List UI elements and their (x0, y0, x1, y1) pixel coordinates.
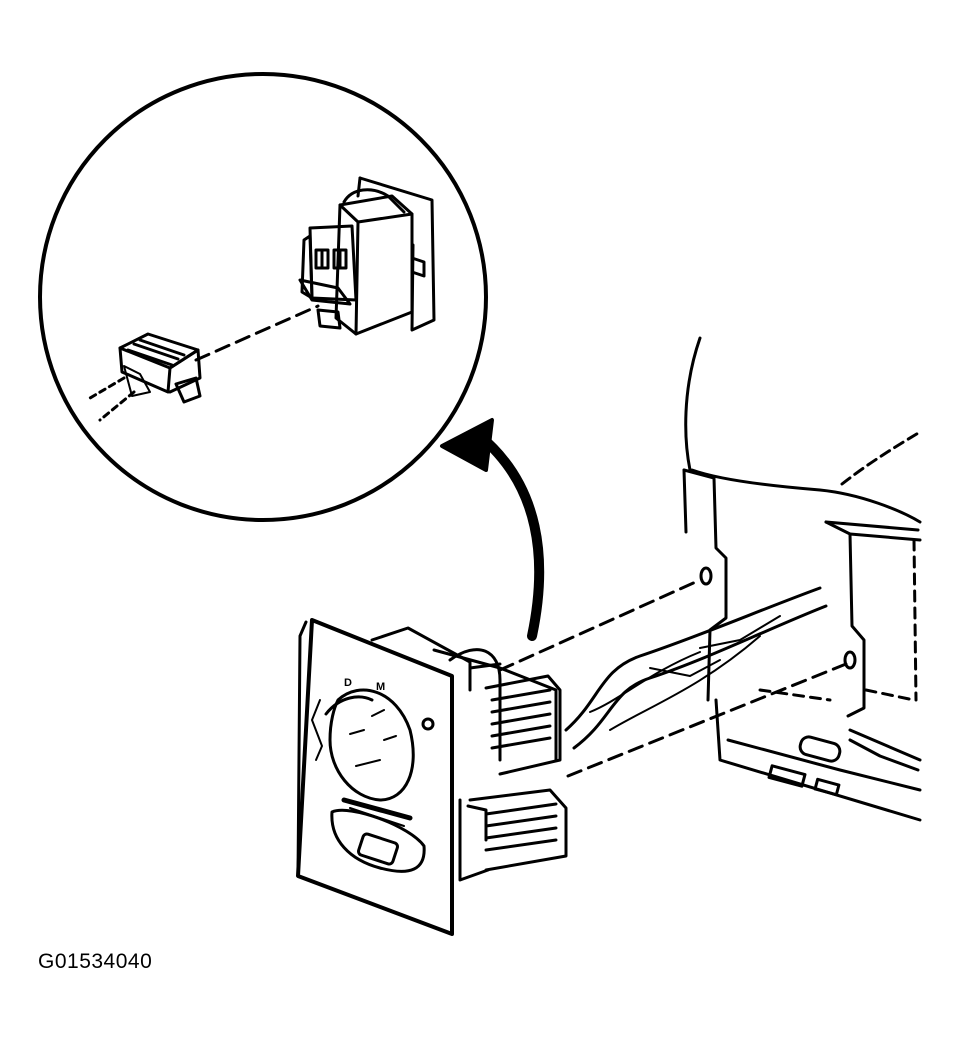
curved-arrow (440, 418, 545, 641)
headlamp-switch-assembly (296, 618, 568, 936)
plug-connector-detail (118, 332, 202, 404)
knob-mark-right: M (376, 681, 385, 693)
rotary-knob (311, 688, 415, 802)
zoom-detail-circle (38, 72, 488, 522)
dimmer-thumbwheel (330, 808, 426, 873)
alignment-line-detail (194, 304, 320, 362)
plug-wires (88, 376, 136, 422)
knob-mark-left: D (344, 677, 352, 689)
dashboard-body (682, 336, 922, 822)
figure-code: G01534040 (38, 950, 153, 973)
alignment-lines-main (498, 578, 848, 778)
wiring-harness (564, 586, 828, 750)
switch-socket-detail (298, 176, 436, 336)
